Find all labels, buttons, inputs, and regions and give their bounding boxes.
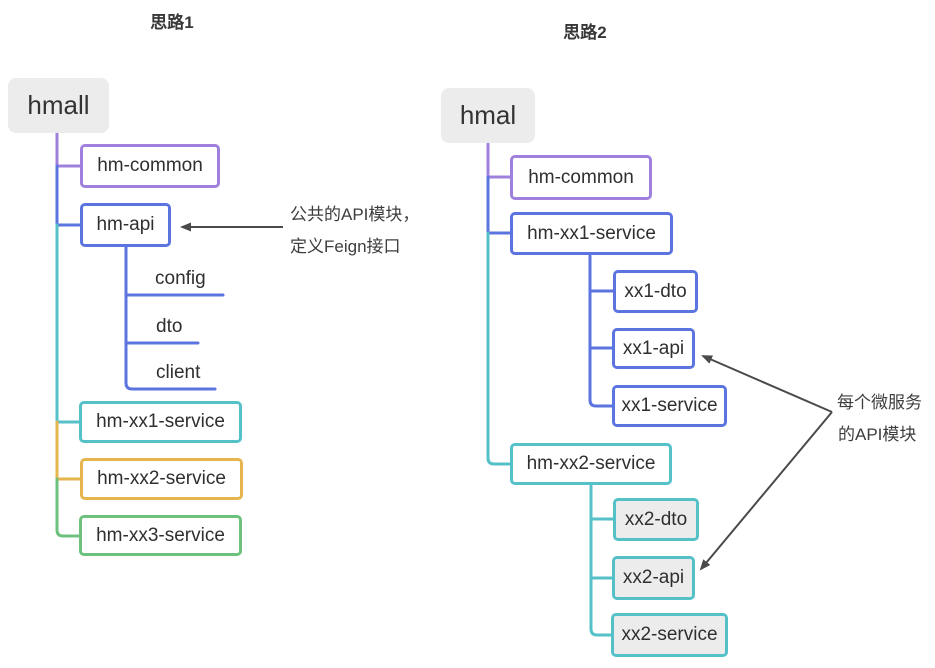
leaf-config: config (155, 268, 206, 289)
node-xx1-dto: xx1-dto (613, 270, 698, 313)
node-xx2-service: xx2-service (611, 613, 728, 657)
annotation-api-module-line1: 每个微服务 (837, 393, 922, 412)
approach2-title: 思路2 (563, 23, 607, 42)
node-hm-common-a1: hm-common (80, 144, 220, 188)
annotation-api-module-line2: 的API模块 (838, 425, 917, 444)
node-xx2-dto: xx2-dto (613, 498, 699, 541)
tree1-connectors (55, 131, 225, 538)
node-hm-xx3-service-a1: hm-xx3-service (79, 515, 242, 556)
leaf-client: client (156, 362, 201, 383)
leaf-dto: dto (156, 316, 183, 337)
node-hmall-root: hmall (8, 78, 109, 133)
node-hmal-root: hmal (441, 88, 535, 143)
node-hm-xx1-service-a1: hm-xx1-service (79, 401, 242, 443)
arrow-to-xx1-api (701, 355, 833, 413)
annotation-hm-api-line2: 定义Feign接口 (290, 237, 401, 256)
node-hm-xx2-service-a1: hm-xx2-service (80, 458, 243, 500)
node-xx1-api: xx1-api (612, 328, 695, 369)
tree2-connectors (486, 141, 615, 637)
annotation-hm-api-line1: 公共的API模块， (290, 205, 420, 224)
node-hm-xx2-service-a2: hm-xx2-service (510, 443, 672, 485)
node-xx1-service: xx1-service (612, 385, 727, 427)
arrow-to-xx2-api (699, 411, 833, 571)
node-xx2-api: xx2-api (612, 556, 695, 600)
node-hm-xx1-service-a2: hm-xx1-service (510, 212, 673, 255)
annotation-arrows (180, 222, 833, 571)
approach1-title: 思路1 (150, 13, 194, 32)
node-hm-common-a2: hm-common (510, 155, 652, 200)
node-hm-api: hm-api (80, 203, 171, 247)
